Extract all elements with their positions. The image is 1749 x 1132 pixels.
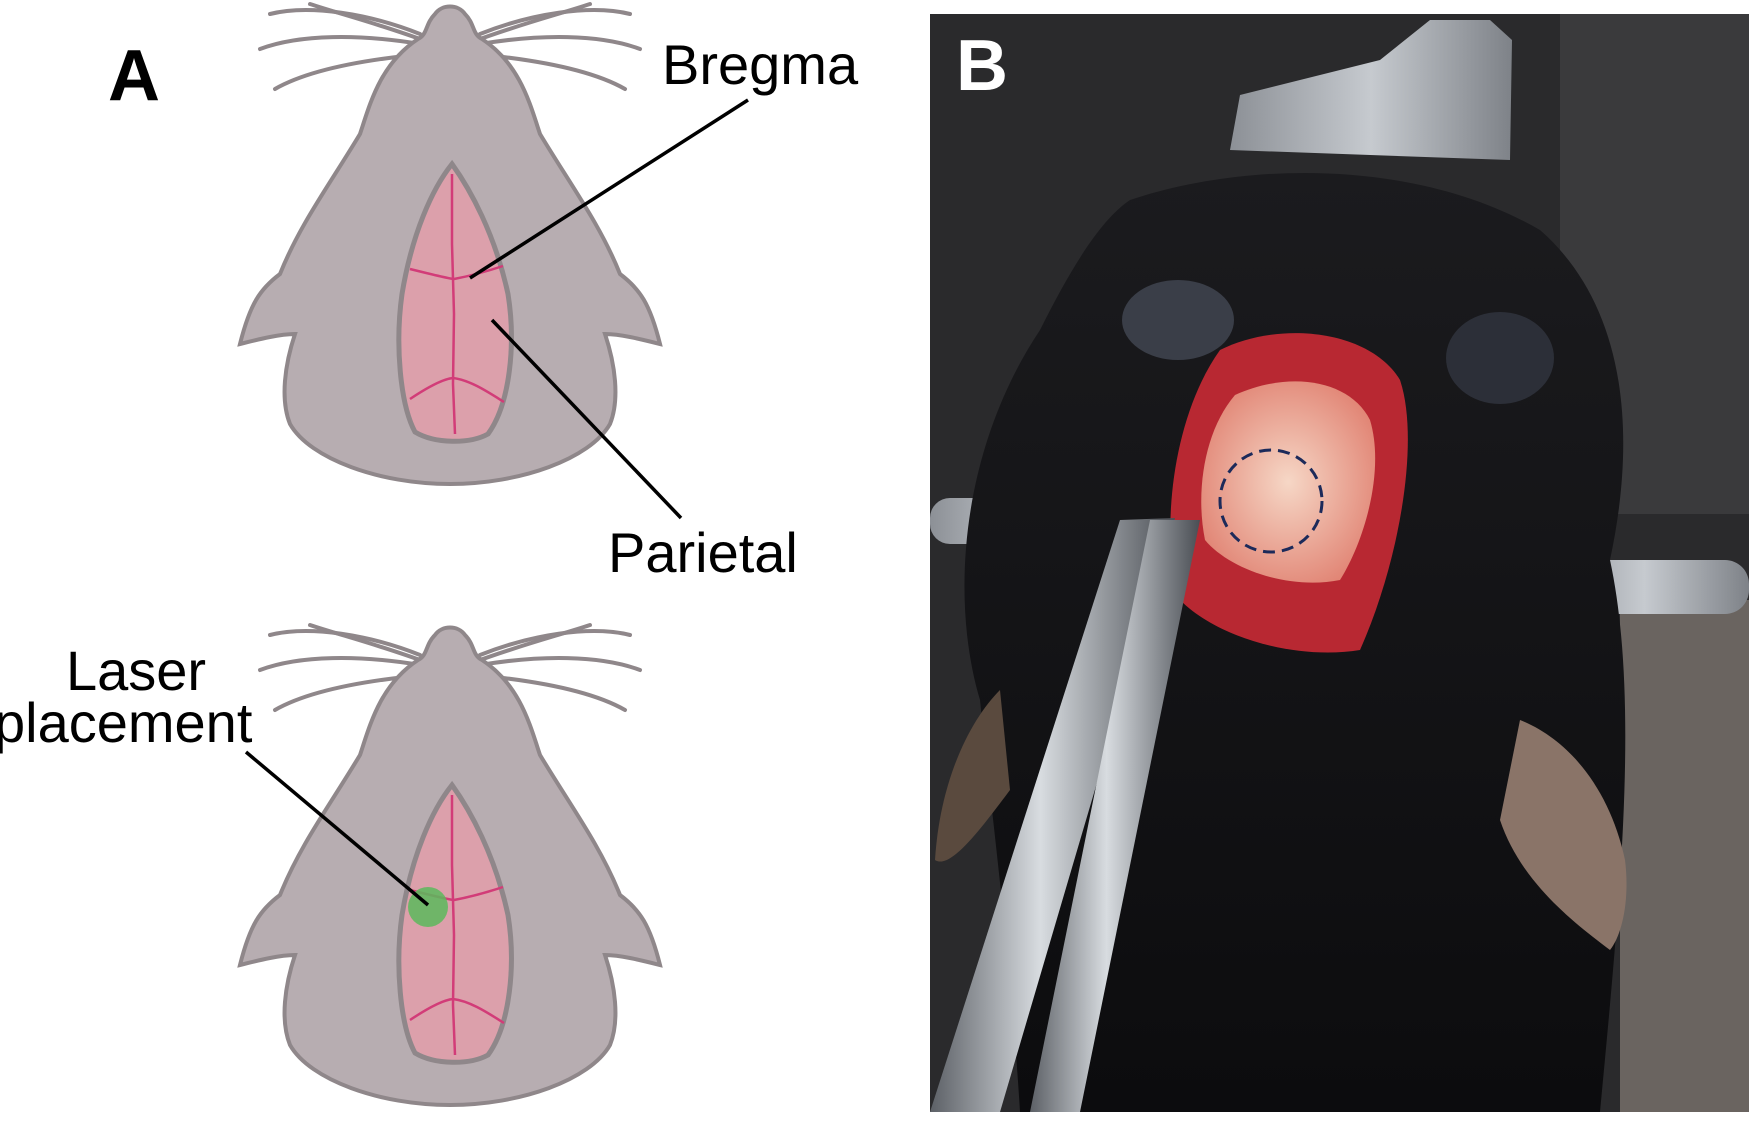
- mouse-head-illustration-top: [240, 4, 660, 484]
- right-eye: [1446, 312, 1554, 404]
- panel-a-letter: A: [108, 36, 160, 116]
- nose-holder: [1230, 20, 1512, 160]
- bregma-leader-line: [469, 98, 749, 280]
- label-laser-line2: placement: [0, 691, 253, 754]
- left-ear: [935, 690, 1010, 862]
- label-laser-line1: Laser: [66, 639, 206, 702]
- forceps-left-arm: [930, 518, 1175, 1112]
- mouse-head-illustration-bottom: [240, 625, 660, 1105]
- forceps-right-arm: [1030, 520, 1200, 1112]
- laser-leader-line: [244, 750, 430, 907]
- left-eye: [1122, 280, 1234, 360]
- surgery-photo: [930, 14, 1749, 1112]
- panel-a: A Bregma Parietal Laser placement: [0, 4, 859, 1105]
- label-parietal: Parietal: [608, 521, 798, 584]
- target-circle: [1218, 448, 1324, 554]
- parietal-leader-line: [490, 318, 683, 520]
- panel-b: B: [930, 14, 1749, 1112]
- label-bregma: Bregma: [662, 33, 859, 96]
- panel-b-letter: B: [956, 26, 1008, 106]
- exposed-skull: [1201, 381, 1376, 583]
- right-ear: [1500, 720, 1627, 950]
